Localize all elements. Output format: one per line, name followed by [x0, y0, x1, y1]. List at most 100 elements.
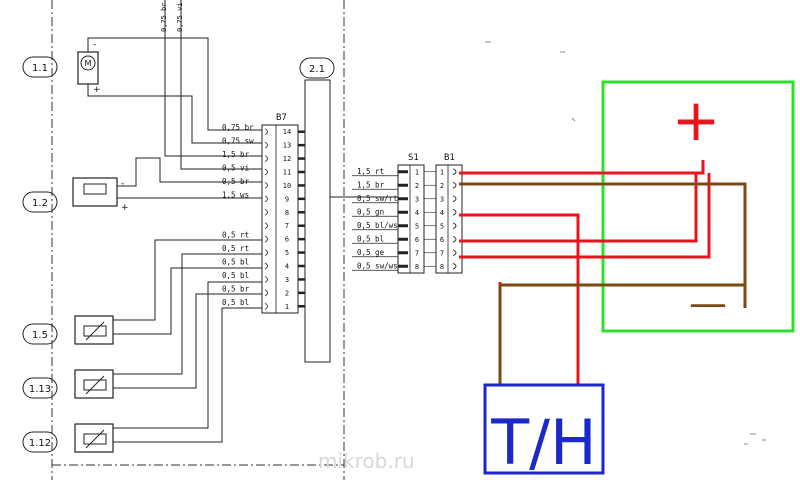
- s1-wire-label: 1,5 br: [357, 180, 385, 189]
- temperature-humidity-label: T/H: [490, 406, 596, 479]
- s1-pin-row: 6 0,5 bl: [352, 234, 419, 244]
- resistor-plus-label: +: [121, 203, 129, 213]
- component-1-5-tag: 1.5: [32, 330, 48, 341]
- b7-pin-number: 14: [283, 128, 291, 136]
- b7-pin-number: 7: [285, 222, 289, 230]
- component-1-12: 1.12: [22, 423, 114, 453]
- component-1-1: 1.1 M - +: [22, 40, 101, 95]
- harness-2-1: 2.1: [299, 57, 335, 363]
- component-1-5: 1.5: [22, 315, 114, 345]
- component-1-2-tag: 1.2: [32, 198, 48, 209]
- s1-pin-row: 2 1,5 br: [352, 180, 419, 190]
- component-1-2: 1.2 - +: [22, 177, 129, 213]
- b7-wire-label: 0,5 rt: [222, 231, 249, 240]
- b1-pin-row: 3: [424, 195, 457, 203]
- b1-pin-row: 2: [424, 182, 457, 190]
- b7-pin-number: 11: [283, 169, 291, 177]
- hand-drawn-overlay: + — T/H: [459, 80, 795, 479]
- sensor-icon: [74, 423, 114, 453]
- component-1-13: 1.13: [22, 369, 114, 399]
- b7-pin-row: 3 0,5 bl: [222, 271, 305, 284]
- svg-text:M: M: [85, 59, 92, 68]
- s1-wire-label: 0,5 bl/ws: [357, 221, 398, 230]
- b7-pin-row: 2 0,5 br: [222, 284, 305, 297]
- component-1-13-tag: 1.13: [29, 384, 51, 395]
- sensor-icon: [74, 315, 114, 345]
- b7-pin-row: 6 0,5 rt: [222, 231, 305, 244]
- b7-pin-row: 8: [264, 209, 305, 217]
- connector-b1: B1 1 2 3 4 5 6 7 8: [424, 153, 463, 274]
- b7-wire-label: 1,5 ws: [222, 190, 249, 199]
- s1-wire-label: 0,5 sw/ws: [357, 261, 398, 270]
- b7-pin-row: 50,5 rt: [222, 244, 305, 257]
- motor-plus-label: +: [93, 85, 101, 95]
- b7-pin-number: 8: [285, 209, 289, 217]
- b7-wire-label: 0,5 br: [222, 284, 250, 293]
- b7-pin-number: 9: [285, 195, 289, 203]
- b7-pin-number: 3: [285, 276, 289, 284]
- motor-icon: [77, 51, 99, 85]
- b1-pin-number: 8: [440, 263, 444, 271]
- b7-pin-row: 11 0,5 vi: [222, 164, 305, 177]
- schematic-wiring: [87, 0, 401, 443]
- s1-pin-number: 5: [415, 222, 419, 230]
- b7-wire-label: 0,5 bl: [222, 271, 249, 280]
- s1-pin-number: 2: [415, 182, 419, 190]
- s1-wire-label: 1,5 rt: [357, 167, 384, 176]
- b1-pin-number: 5: [440, 222, 444, 230]
- battery-box: [601, 80, 795, 333]
- b1-pin-row: 7: [424, 249, 457, 257]
- b7-wire-label: 0,5 vi: [222, 164, 249, 173]
- s1-pin-row: 4 0,5 gn: [352, 207, 419, 217]
- b1-pin-row: 1: [424, 168, 457, 176]
- b7-wire-label: 0,5 bl: [222, 298, 249, 307]
- b7-pin-number: 1: [285, 303, 289, 311]
- s1-wire-label: 0,5 gn: [357, 207, 384, 216]
- plus-sign: +: [672, 86, 721, 154]
- b1-pin-number: 2: [440, 182, 444, 190]
- s1-pin-row: 80,5 sw/ws: [352, 261, 419, 271]
- b7-pin-row: 140,75 br: [222, 123, 305, 136]
- b7-pin-number: 2: [285, 289, 289, 297]
- b1-pin-number: 4: [440, 209, 444, 217]
- stray-marks: [485, 41, 766, 445]
- b1-pin-number: 1: [440, 168, 444, 176]
- s1-wire-label: 0,5 sw/rt: [357, 194, 398, 203]
- top-wire-label-vi: 0,75 vi: [176, 2, 184, 32]
- b7-pin-number: 13: [283, 142, 291, 150]
- s1-label: S1: [408, 153, 419, 163]
- b7-pin-row: 130,75 sw: [222, 137, 305, 150]
- sensor-icon: [74, 369, 114, 399]
- s1-pin-row: 7 0,5 ge: [352, 248, 419, 257]
- b1-pin-row: 5: [424, 222, 457, 230]
- s1-pin-number: 6: [415, 236, 419, 244]
- harness-2-1-tag: 2.1: [309, 64, 325, 75]
- b7-pin-row: 9 1,5 ws: [222, 190, 305, 203]
- s1-pin-row: 11,5 rt: [352, 167, 419, 176]
- b7-pin-number: 5: [285, 249, 289, 257]
- s1-pin-row: 5 0,5 bl/ws: [352, 221, 419, 230]
- s1-wire-label: 0,5 bl: [357, 234, 384, 243]
- b1-label: B1: [444, 153, 455, 163]
- resistor-component-icon: [72, 177, 118, 207]
- b7-pin-row: 7: [264, 222, 305, 230]
- s1-pin-number: 7: [415, 249, 419, 257]
- s1-wire-label: 0,5 ge: [357, 248, 385, 257]
- b1-pin-number: 3: [440, 195, 444, 203]
- b1-pin-row: 8: [424, 263, 457, 271]
- b7-pin-number: 10: [283, 182, 291, 190]
- connector-s1: S1 11,5 rt 2 1,5 br 3 0,5 sw/rt 4 0,5 gn 5 0,5 b…: [352, 153, 425, 274]
- b1-pin-number: 6: [440, 236, 444, 244]
- watermark: mikrob.ru: [318, 449, 415, 473]
- resistor-minus-label: -: [121, 179, 124, 189]
- b7-pin-number: 6: [285, 236, 289, 244]
- temperature-humidity-box: [483, 383, 605, 475]
- b1-pin-row: 4: [424, 209, 457, 217]
- b7-wire-label: 1,5 br: [222, 150, 250, 159]
- b7-pin-row: 1 0,5 bl: [222, 298, 305, 311]
- s1-pin-number: 3: [415, 195, 419, 203]
- minus-sign: —: [689, 281, 727, 325]
- s1-pin-number: 4: [415, 209, 419, 217]
- enclosure-frame: [51, 0, 345, 480]
